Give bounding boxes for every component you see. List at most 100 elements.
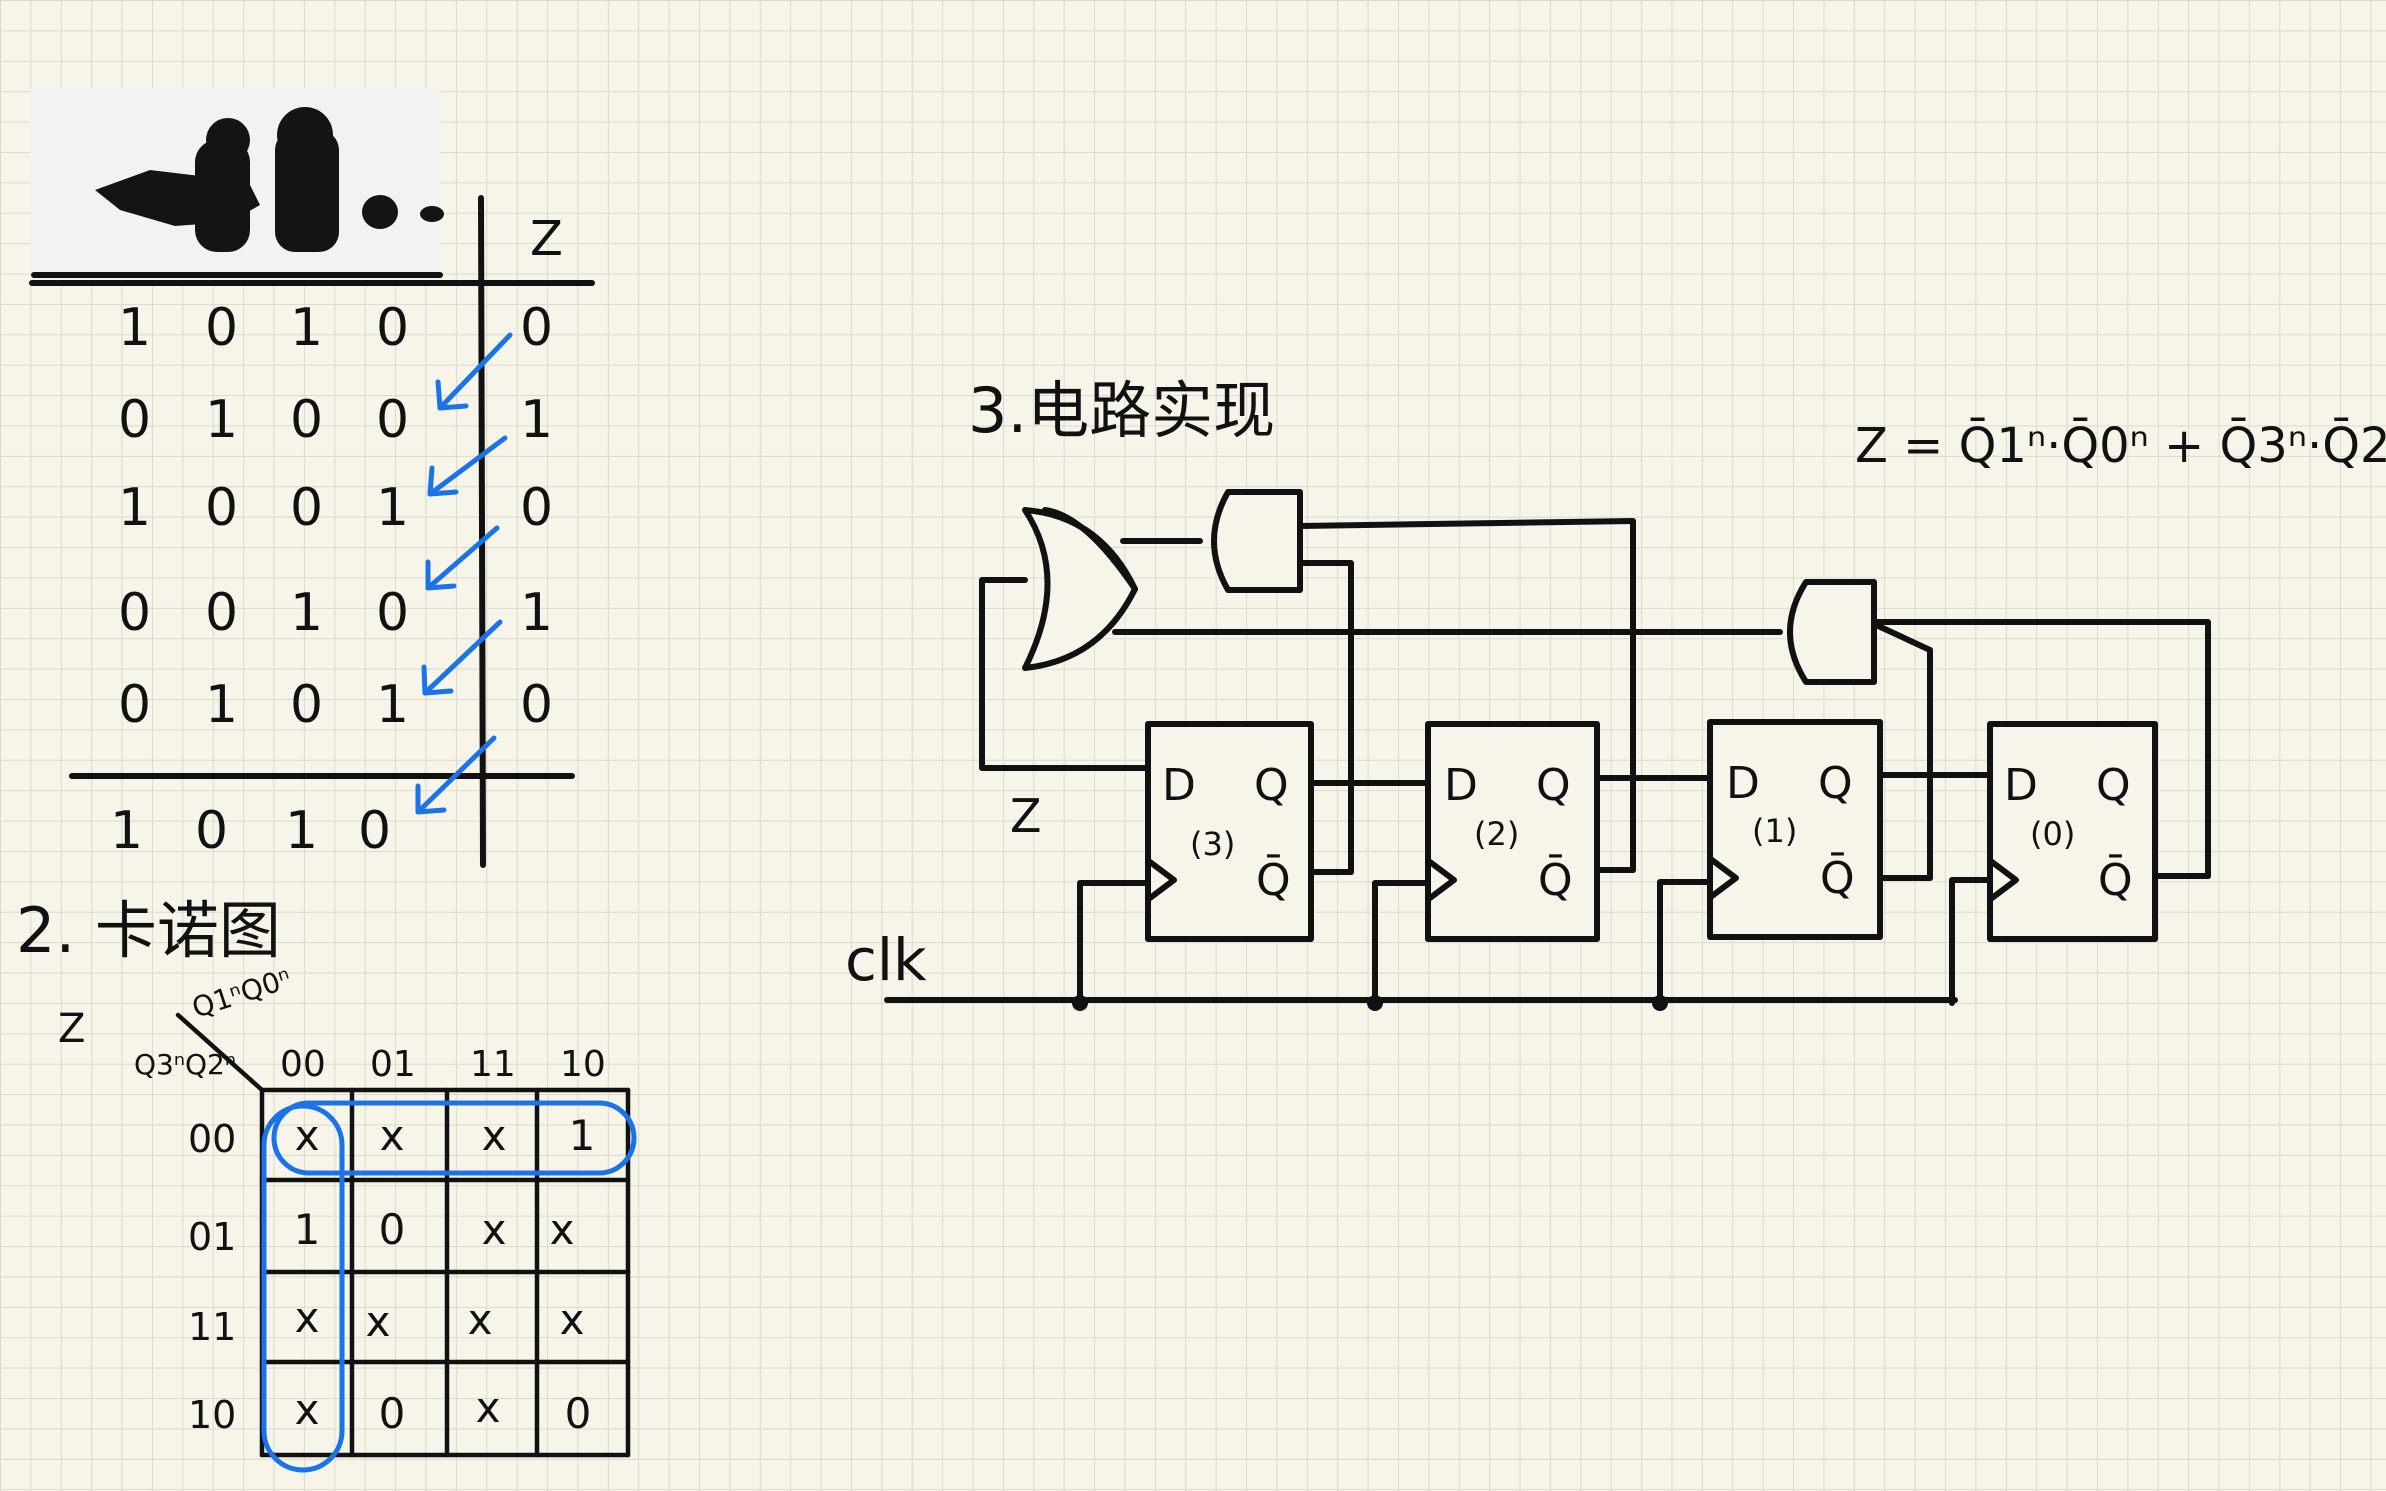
ff-index-label: (2) <box>1474 815 1519 853</box>
table-row-bottom: 1 0 1 0 <box>110 801 391 861</box>
ff-qbar-label: Q̄ <box>1256 853 1291 906</box>
kmap-group-column <box>261 1103 345 1473</box>
table-cell: 1 <box>290 583 323 643</box>
table-cell: 1 <box>118 298 151 358</box>
kmap-cell: 0 <box>379 1389 406 1438</box>
kmap-group-row <box>271 1100 637 1176</box>
ff-d-label: D <box>2004 760 2038 811</box>
or-gate <box>1022 507 1138 671</box>
shift-arrow-icon <box>415 735 497 815</box>
table-cell: 0 <box>205 478 238 538</box>
table-cell: 0 <box>290 478 323 538</box>
circuit-section-title: 3.电路实现 <box>968 374 1275 447</box>
kmap-cell: x <box>482 1111 507 1160</box>
circuit-wires <box>884 518 2211 1011</box>
table-cell: 0 <box>118 675 151 735</box>
ff-q-label: Q <box>1818 758 1853 809</box>
kmap-cell: x <box>366 1297 391 1346</box>
table-cell: 0 <box>205 298 238 358</box>
ff-d-label: D <box>1726 758 1760 809</box>
table-cell: 1 <box>205 675 238 735</box>
kmap-cell: x <box>482 1205 507 1254</box>
ff-qbar-label: Q̄ <box>1538 853 1573 906</box>
d-flipflop-3: D Q Q̄ (3) <box>1145 721 1314 942</box>
and-gate-top <box>1211 489 1303 593</box>
kmap-corner-diagonal <box>175 1012 265 1093</box>
table-cell: 1 <box>110 801 143 861</box>
table-row: 1 0 0 1 0 <box>118 478 553 538</box>
z-equation: Z = Q̄1ⁿ·Q̄0ⁿ + Q̄3ⁿ·Q̄2ⁿ <box>1855 417 2386 474</box>
ff-index-label: (1) <box>1752 812 1797 850</box>
table-row: 1 0 1 0 0 <box>118 298 553 358</box>
table-z-cell: 1 <box>520 390 553 450</box>
kmap-col-header: 01 <box>370 1044 416 1085</box>
kmap-column-headers: 00 01 11 10 <box>280 1044 606 1085</box>
ff-qbar-label: Q̄ <box>1820 851 1855 904</box>
table-cell: 1 <box>376 478 409 538</box>
table-z-cell: 1 <box>520 583 553 643</box>
clock-triangle-icon <box>1427 859 1457 901</box>
kmap-cell: x <box>295 1111 320 1160</box>
circuit-section: 3.电路实现 Z = Q̄1ⁿ·Q̄0ⁿ + Q̄3ⁿ·Q̄2ⁿ <box>845 374 2386 1011</box>
kmap-row-header: 01 <box>188 1215 236 1259</box>
table-row: 0 1 0 0 1 <box>118 390 553 450</box>
kmap-cell: x <box>560 1295 585 1344</box>
kmap-cell: x <box>476 1383 501 1432</box>
table-cell: 0 <box>376 390 409 450</box>
table-cell: 0 <box>290 390 323 450</box>
sequence-table: Z 1 0 1 0 0 0 1 0 0 1 1 0 0 1 0 0 0 <box>29 88 595 868</box>
kmap-row-variables: Q3ⁿQ2ⁿ <box>134 1048 236 1081</box>
table-cell: 0 <box>376 298 409 358</box>
z-signal-label: Z <box>1010 789 1042 843</box>
table-cell: 1 <box>290 298 323 358</box>
ff-index-label: (0) <box>2030 815 2075 853</box>
shift-arrow-icon <box>425 525 500 591</box>
kmap-cell: 0 <box>379 1205 406 1254</box>
shift-arrows <box>415 332 513 815</box>
and-gate-right <box>1787 579 1877 685</box>
kmap-cells: x x x 1 1 0 x x x x x x x 0 x 0 <box>294 1111 596 1438</box>
table-cell: 0 <box>290 675 323 735</box>
kmap-cell: x <box>295 1293 320 1342</box>
table-cell: 0 <box>205 583 238 643</box>
shift-arrow-icon <box>435 332 513 411</box>
ff-q-label: Q <box>2096 760 2131 811</box>
karnaugh-map-section: 2. 卡诺图 Z Q1ⁿQ0ⁿ Q3ⁿQ2ⁿ 00 01 11 10 00 01… <box>16 894 637 1473</box>
ff-qbar-label: Q̄ <box>2098 853 2133 906</box>
table-row: 0 1 0 1 0 <box>118 675 553 735</box>
kmap-cell: 1 <box>294 1205 321 1254</box>
obscured-header-photo <box>30 88 444 280</box>
kmap-cell: x <box>468 1295 493 1344</box>
shift-arrow-icon <box>421 619 503 696</box>
table-cell: 0 <box>118 583 151 643</box>
kmap-section-title: 2. 卡诺图 <box>16 894 281 967</box>
kmap-row-header: 10 <box>188 1393 236 1437</box>
ff-q-label: Q <box>1254 760 1289 811</box>
ff-q-label: Q <box>1536 760 1571 811</box>
d-flipflop-2: D Q Q̄ (2) <box>1425 721 1600 942</box>
table-cell: 0 <box>376 583 409 643</box>
table-z-cell: 0 <box>520 298 553 358</box>
table-cell: 0 <box>195 801 228 861</box>
clock-triangle-icon <box>1709 857 1739 899</box>
table-cell: 0 <box>118 390 151 450</box>
kmap-cell: x <box>295 1385 320 1434</box>
kmap-column-variables: Q1ⁿQ0ⁿ <box>188 962 295 1025</box>
table-row: 0 0 1 0 1 <box>118 583 553 643</box>
kmap-cell: 1 <box>569 1111 596 1160</box>
kmap-col-header: 10 <box>560 1044 606 1085</box>
table-cell: 1 <box>376 675 409 735</box>
table-cell: 1 <box>118 478 151 538</box>
table-cell: 0 <box>358 801 391 861</box>
kmap-col-header: 11 <box>470 1044 516 1085</box>
d-flipflop-0: D Q Q̄ (0) <box>1987 721 2158 942</box>
ff-d-label: D <box>1444 760 1478 811</box>
table-z-cell: 0 <box>520 478 553 538</box>
kmap-cell: x <box>550 1205 575 1254</box>
table-z-cell: 0 <box>520 675 553 735</box>
clk-label: clk <box>845 926 927 994</box>
clock-triangle-icon <box>1147 859 1177 901</box>
kmap-output-label: Z <box>58 1006 85 1052</box>
